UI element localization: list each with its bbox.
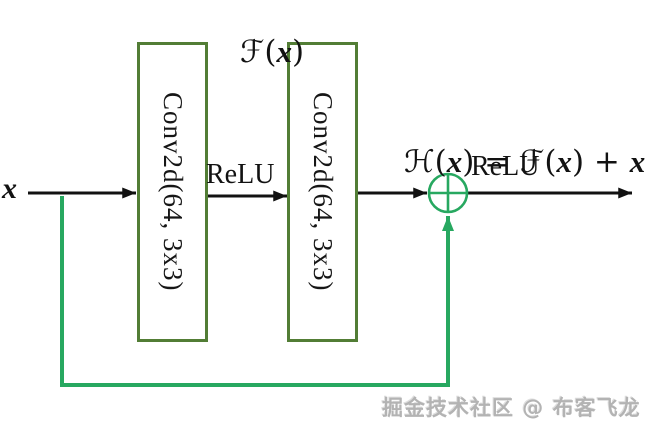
conv-layer-2: Conv2d(64, 3x3) (287, 42, 358, 342)
f-of-x-label: ℱ(x) (240, 34, 305, 70)
relu-output-label: ReLU (471, 151, 540, 182)
conv-layer-2-label: Conv2d(64, 3x3) (308, 92, 338, 292)
identity-label: identity(x) (182, 389, 351, 429)
skip-connection-line (60, 196, 454, 387)
relu-between-label: ReLU (206, 159, 275, 190)
add-node-icon (427, 172, 469, 214)
input-x-label: x (2, 172, 17, 205)
watermark-text: 掘金技术社区 @ 布客飞龙 (382, 396, 641, 420)
conv-layer-1-label: Conv2d(64, 3x3) (158, 92, 188, 292)
residual-formula: ℋ(x) = ℱ(x) + x (404, 144, 646, 180)
conv-layer-1: Conv2d(64, 3x3) (137, 42, 208, 342)
